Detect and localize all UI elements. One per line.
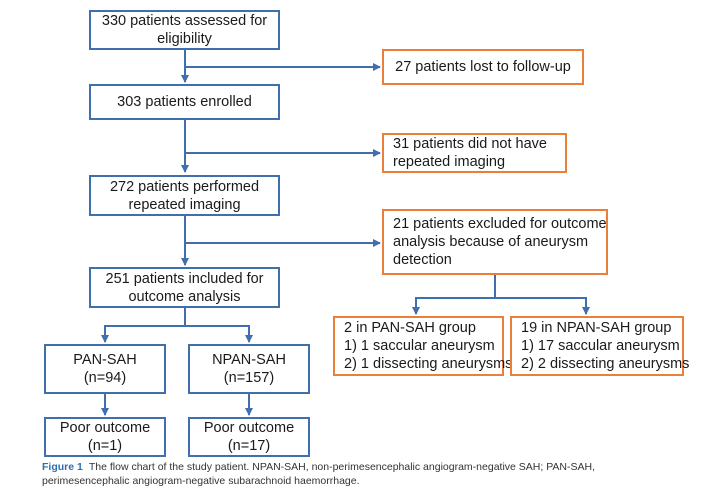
split-included-right [185, 325, 253, 343]
split-included [101, 307, 186, 343]
node-lost-follow-up: 27 patients lost to follow-up [382, 49, 584, 85]
node-assessed: 330 patients assessed for eligibility [89, 10, 280, 50]
split-excluded-right [495, 297, 590, 315]
node-pan-sah: PAN-SAH (n=94) [44, 344, 166, 394]
node-excluded: 21 patients excluded for outcome analysi… [382, 209, 608, 275]
caption-text: The flow chart of the study patient. NPA… [42, 461, 596, 487]
node-no-repeat-imaging: 31 patients did not have repeated imagin… [382, 133, 567, 173]
node-enrolled: 303 patients enrolled [89, 84, 280, 120]
node-pan-poor-outcome: Poor outcome (n=1) [44, 417, 166, 457]
node-repeated-imaging: 272 patients performed repeated imaging [89, 175, 280, 216]
split-excluded [412, 274, 496, 315]
node-pan-group-aneurysm: 2 in PAN-SAH group 1) 1 saccular aneurys… [333, 316, 512, 376]
figure-label: Figure 1 [42, 461, 83, 473]
node-included: 251 patients included for outcome analys… [89, 267, 280, 308]
node-npan-group-aneurysm: 19 in NPAN-SAH group 1) 17 saccular aneu… [510, 316, 689, 376]
node-npan-sah: NPAN-SAH (n=157) [188, 344, 310, 394]
node-npan-poor-outcome: Poor outcome (n=17) [188, 417, 310, 457]
